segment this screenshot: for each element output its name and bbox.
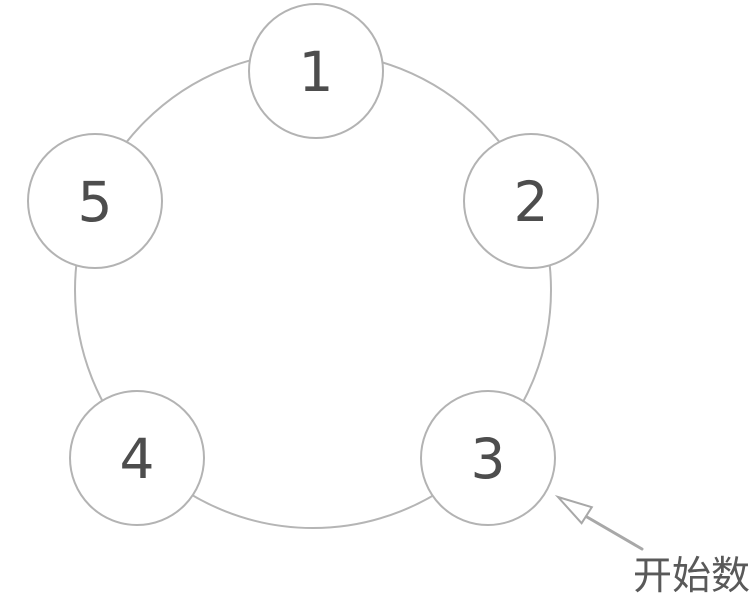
node-5: 5 [27,133,163,269]
node-circle-4 [69,390,205,526]
node-label-2: 2 [514,170,549,234]
arrow-head-icon [554,495,594,525]
node-1: 1 [248,3,384,139]
arrow-shaft [585,515,644,551]
node-label-5: 5 [78,170,113,234]
node-label-1: 1 [299,40,334,104]
node-circle-5 [27,133,163,269]
node-label-4: 4 [120,427,155,491]
node-circle-1 [248,3,384,139]
node-circle-2 [463,133,599,269]
node-label-3: 3 [471,427,506,491]
node-circle-3 [420,390,556,526]
node-4: 4 [69,390,205,526]
start-label: 开始数 [633,554,750,599]
node-3: 3 [420,390,556,526]
node-2: 2 [463,133,599,269]
start-pointer-arrow [554,495,644,551]
